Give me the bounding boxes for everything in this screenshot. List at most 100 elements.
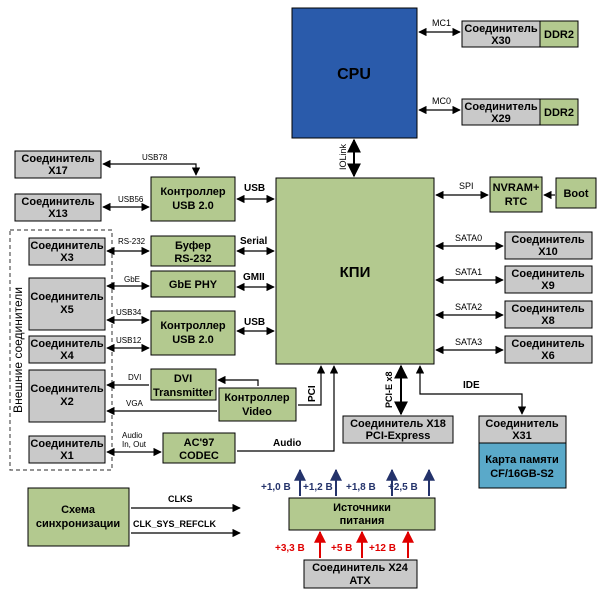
bus-pci: PCI — [307, 385, 318, 402]
svg-text:X8: X8 — [541, 315, 554, 327]
usb-controller-top: Контроллер USB 2.0 — [150, 176, 236, 222]
svg-text:Соединитель: Соединитель — [30, 383, 103, 395]
svg-text:Соединитель: Соединитель — [511, 338, 584, 350]
sata-connector-x9: Соединитель X9 — [504, 265, 593, 294]
svg-text:Контроллер: Контроллер — [160, 320, 226, 332]
bus-vga: VGA — [126, 399, 144, 408]
memory-card-block: Карта памяти CF/16GB-S2 — [478, 442, 567, 489]
input-3v3: +3,3 В — [275, 543, 305, 554]
connector-x1: Соединитель X1 — [28, 435, 106, 464]
gbe-phy-block: GbE PHY — [150, 270, 236, 298]
ide-connector-x31: Соединитель X31 — [478, 415, 567, 444]
sata-connector-x6: Соединитель X6 — [504, 335, 593, 364]
clock-synth-block: Схема синхронизации — [27, 487, 130, 547]
bus-spi: SPI — [459, 181, 474, 191]
svg-text:X6: X6 — [541, 350, 554, 362]
svg-text:X2: X2 — [60, 396, 73, 408]
svg-text:Соединитель: Соединитель — [511, 268, 584, 280]
video-controller-block: Контроллер Video — [218, 387, 297, 422]
svg-text:синхронизации: синхронизации — [36, 518, 120, 530]
svg-text:X10: X10 — [538, 246, 558, 258]
rail-2v5: +2,5 В — [388, 482, 418, 493]
rail-1v8: +1,8 В — [346, 482, 376, 493]
buffer-rs232-block: Буфер RS-232 — [150, 235, 236, 267]
boot-block: Boot — [555, 177, 597, 209]
svg-text:Схема: Схема — [61, 504, 96, 516]
bus-usb34: USB34 — [116, 308, 142, 317]
svg-text:X3: X3 — [60, 252, 73, 264]
rail-1v0: +1,0 В — [261, 482, 291, 493]
svg-text:CF/16GB-S2: CF/16GB-S2 — [490, 468, 554, 480]
svg-text:X17: X17 — [48, 165, 68, 177]
bus-sata3: SATA3 — [455, 337, 482, 347]
atx-connector-x24: Соединитель X24 ATX — [303, 559, 418, 589]
dvi-transmitter-block: DVI Transmitter — [150, 368, 217, 401]
input-12v: +12 В — [369, 543, 396, 554]
kpi-block: КПИ — [275, 177, 435, 365]
bus-sata1: SATA1 — [455, 267, 482, 277]
svg-text:CODEC: CODEC — [179, 450, 219, 462]
bus-mc0: MC0 — [432, 96, 451, 106]
bus-gmii: GMII — [243, 272, 265, 283]
bus-iolink: IOLink — [338, 143, 348, 170]
cpu-label: CPU — [337, 66, 371, 83]
kpi-label: КПИ — [340, 264, 371, 281]
external-connectors-group — [9, 229, 113, 471]
bus-mc1: MC1 — [432, 18, 451, 28]
svg-text:Соединитель: Соединитель — [464, 101, 537, 113]
ddr-connector-x29: Соединитель X29 DDR2 — [461, 98, 579, 126]
svg-text:X1: X1 — [60, 450, 73, 462]
svg-text:RTC: RTC — [505, 196, 528, 208]
bus-usb-top: USB — [244, 183, 265, 194]
svg-text:Соединитель: Соединитель — [30, 240, 103, 252]
ac97-codec-block: AC'97 CODEC — [162, 432, 236, 464]
svg-text:X13: X13 — [48, 208, 68, 220]
connector-x3: Соединитель X3 — [28, 237, 106, 266]
connector-x5: Соединитель X5 — [28, 277, 106, 331]
signal-clk-sys-refclk: CLK_SYS_REFCLK — [133, 519, 217, 529]
svg-text:X30: X30 — [491, 35, 511, 47]
svg-text:Соединитель: Соединитель — [21, 196, 94, 208]
rail-1v2: +1,2 В — [303, 482, 333, 493]
svg-text:Контроллер: Контроллер — [160, 186, 226, 198]
bus-audio-left-1: Audio — [122, 431, 143, 440]
svg-text:USB 2.0: USB 2.0 — [172, 334, 214, 346]
bus-audio-left-2: In, Out — [122, 440, 147, 449]
svg-text:AC'97: AC'97 — [184, 437, 215, 449]
signal-clks: CLKS — [168, 494, 193, 504]
svg-text:Контроллер: Контроллер — [224, 392, 290, 404]
bus-sata2: SATA2 — [455, 302, 482, 312]
svg-text:Соединитель: Соединитель — [511, 234, 584, 246]
svg-text:NVRAM+: NVRAM+ — [493, 182, 540, 194]
svg-text:PCI-Express: PCI-Express — [366, 430, 431, 442]
sata-connector-x8: Соединитель X8 — [504, 300, 593, 329]
external-connectors-label: Внешние соединители — [11, 287, 25, 413]
bus-serial: Serial — [240, 236, 267, 247]
svg-text:Источники: Источники — [333, 502, 391, 514]
bus-gbe: GbE — [124, 275, 140, 284]
svg-text:X5: X5 — [60, 304, 73, 316]
bus-sata0: SATA0 — [455, 233, 482, 243]
input-5v: +5 В — [331, 543, 352, 554]
svg-text:USB 2.0: USB 2.0 — [172, 200, 214, 212]
bus-rs232: RS-232 — [118, 237, 146, 246]
svg-text:X31: X31 — [512, 430, 532, 442]
svg-text:Соединитель: Соединитель — [511, 303, 584, 315]
svg-text:ATX: ATX — [349, 575, 371, 587]
svg-text:Буфер: Буфер — [175, 240, 211, 252]
bus-usb78: USB78 — [142, 153, 168, 162]
svg-text:Соединитель: Соединитель — [485, 418, 558, 430]
svg-text:Карта памяти: Карта памяти — [485, 454, 559, 466]
svg-text:Transmitter: Transmitter — [153, 387, 214, 399]
svg-text:DVI: DVI — [174, 373, 192, 385]
svg-text:DDR2: DDR2 — [544, 107, 574, 119]
svg-text:X9: X9 — [541, 280, 554, 292]
svg-text:Соединитель: Соединитель — [30, 291, 103, 303]
svg-text:Video: Video — [242, 406, 272, 418]
svg-text:X4: X4 — [60, 350, 74, 362]
connector-x13: Соединитель X13 — [14, 193, 102, 222]
pcie-connector-x18: Соединитель X18 PCI-Express — [342, 415, 454, 444]
svg-text:RS-232: RS-232 — [174, 253, 211, 265]
ddr-connector-x30: Соединитель X30 DDR2 — [461, 20, 579, 48]
